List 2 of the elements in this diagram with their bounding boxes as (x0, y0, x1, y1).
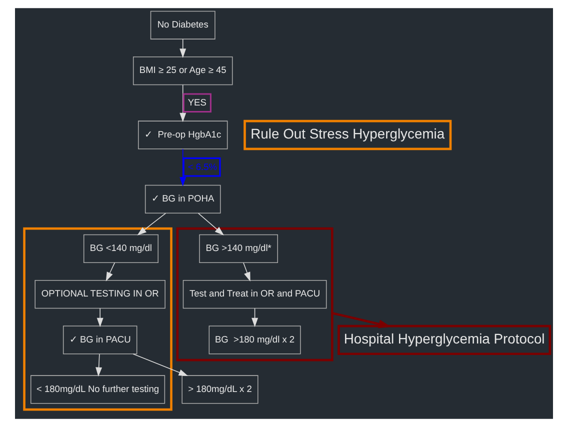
edge-label: < 6.5% (187, 162, 216, 172)
edge-label: YES (187, 98, 206, 108)
